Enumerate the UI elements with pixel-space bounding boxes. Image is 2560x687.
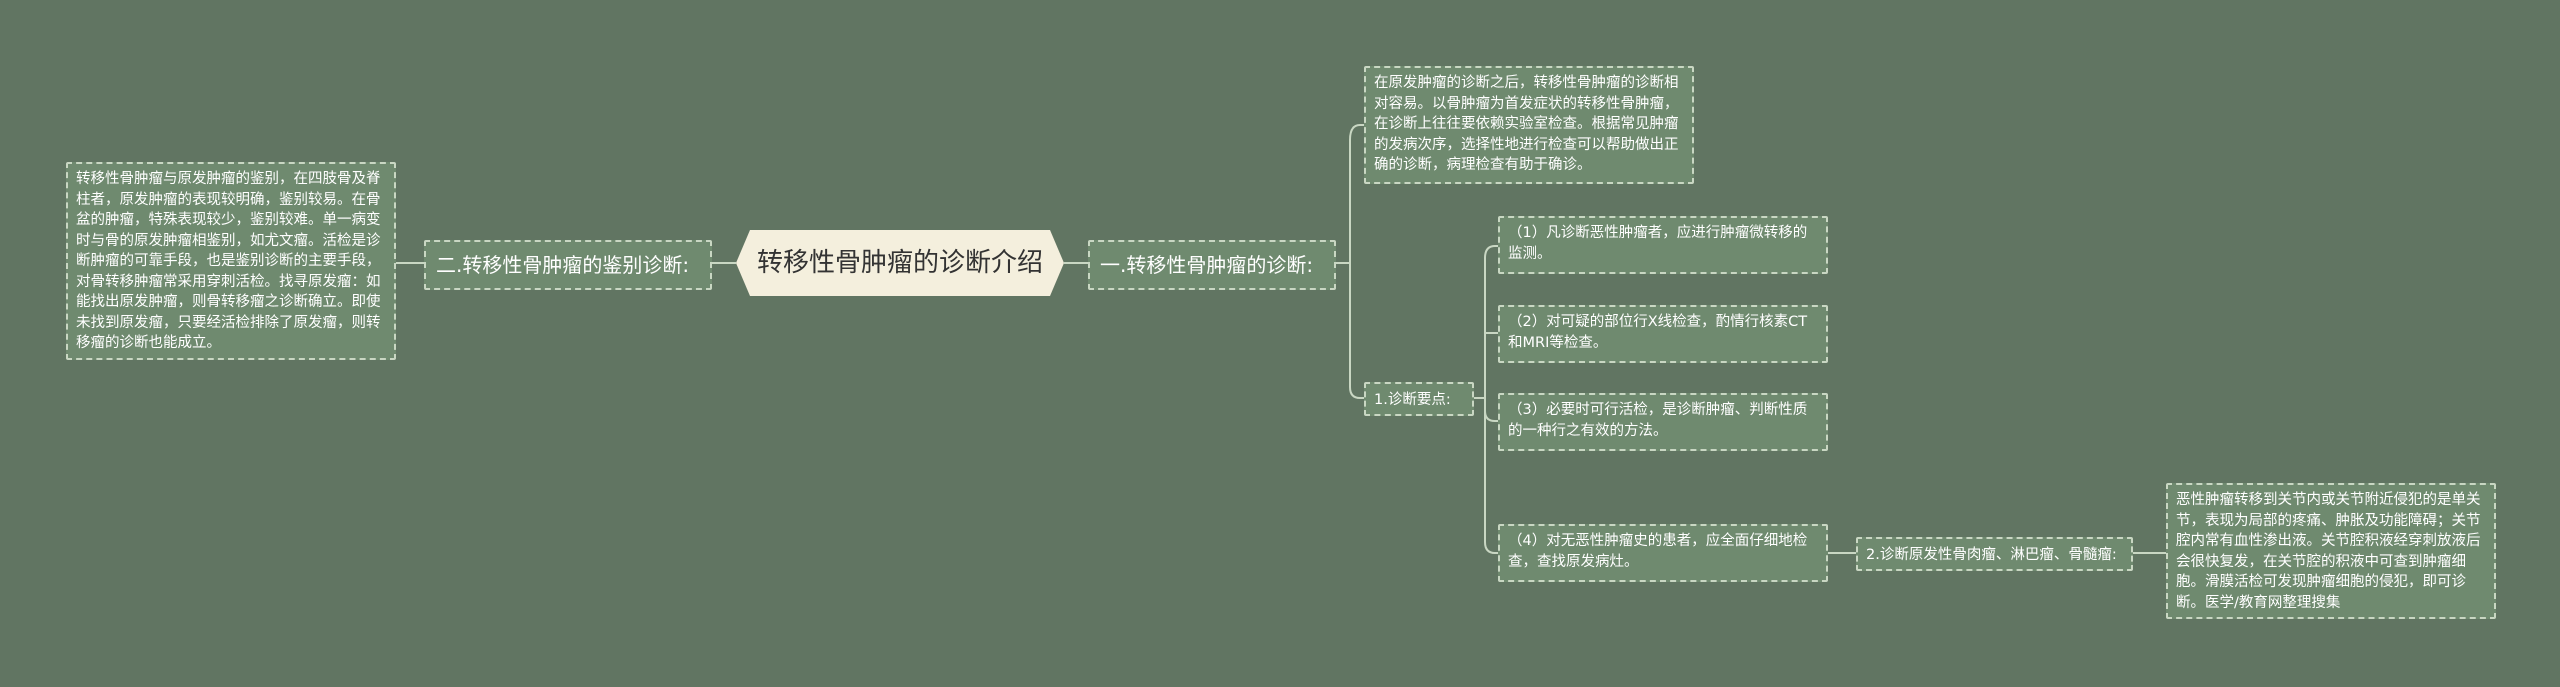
point-item-3[interactable]: （3）必要时可行活检，是诊断肿瘤、判断性质的一种行之有效的方法。 — [1498, 393, 1828, 451]
differential-detail-node[interactable]: 恶性肿瘤转移到关节内或关节附近侵犯的是单关节，表现为局部的疼痛、肿胀及功能障碍；… — [2166, 483, 2496, 619]
link-right-intro — [1349, 124, 1364, 263]
points-label-node[interactable]: 1.诊断要点: — [1364, 382, 1474, 416]
link-point-1 — [1484, 245, 1498, 398]
link-point-4 — [1484, 398, 1498, 554]
link-point-3 — [1484, 398, 1498, 422]
root-topic[interactable]: 转移性骨肿瘤的诊断介绍 — [736, 230, 1064, 296]
left-branch-node[interactable]: 二.转移性骨肿瘤的鉴别诊断: — [424, 240, 712, 290]
differential-label-node[interactable]: 2.诊断原发性骨肉瘤、淋巴瘤、骨髓瘤: — [1856, 537, 2133, 571]
right-branch-node[interactable]: 一.转移性骨肿瘤的诊断: — [1088, 240, 1336, 290]
point-item-2[interactable]: （2）对可疑的部位行X线检查，酌情行核素CT和MRI等检查。 — [1498, 305, 1828, 363]
link-right-points — [1349, 263, 1364, 399]
left-detail-node[interactable]: 转移性骨肿瘤与原发肿瘤的鉴别，在四肢骨及脊柱者，原发肿瘤的表现较明确，鉴别较易。… — [66, 162, 396, 360]
point-item-4[interactable]: （4）对无恶性肿瘤史的患者，应全面仔细地检查，查找原发病灶。 — [1498, 524, 1828, 582]
right-intro-node[interactable]: 在原发肿瘤的诊断之后，转移性骨肿瘤的诊断相对容易。以骨肿瘤为首发症状的转移性骨肿… — [1364, 66, 1694, 184]
point-item-1[interactable]: （1）凡诊断恶性肿瘤者，应进行肿瘤微转移的监测。 — [1498, 216, 1828, 274]
